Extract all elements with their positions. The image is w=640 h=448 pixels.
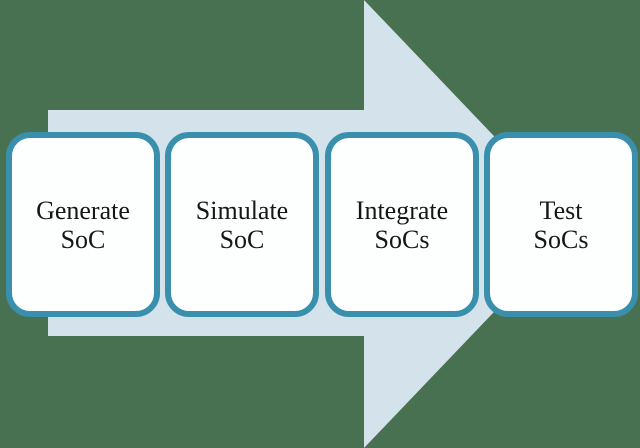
step-box-generate-soc: Generate SoC	[6, 132, 160, 317]
step-label-integrate-socs: Integrate SoCs	[355, 195, 449, 254]
step-box-test-socs: Test SoCs	[484, 132, 638, 317]
step-box-integrate-socs: Integrate SoCs	[325, 132, 479, 317]
step-label-generate-soc: Generate SoC	[36, 195, 130, 254]
step-box-simulate-soc: Simulate SoC	[165, 132, 319, 317]
step-label-test-socs: Test SoCs	[533, 195, 589, 254]
step-label-simulate-soc: Simulate SoC	[195, 195, 289, 254]
